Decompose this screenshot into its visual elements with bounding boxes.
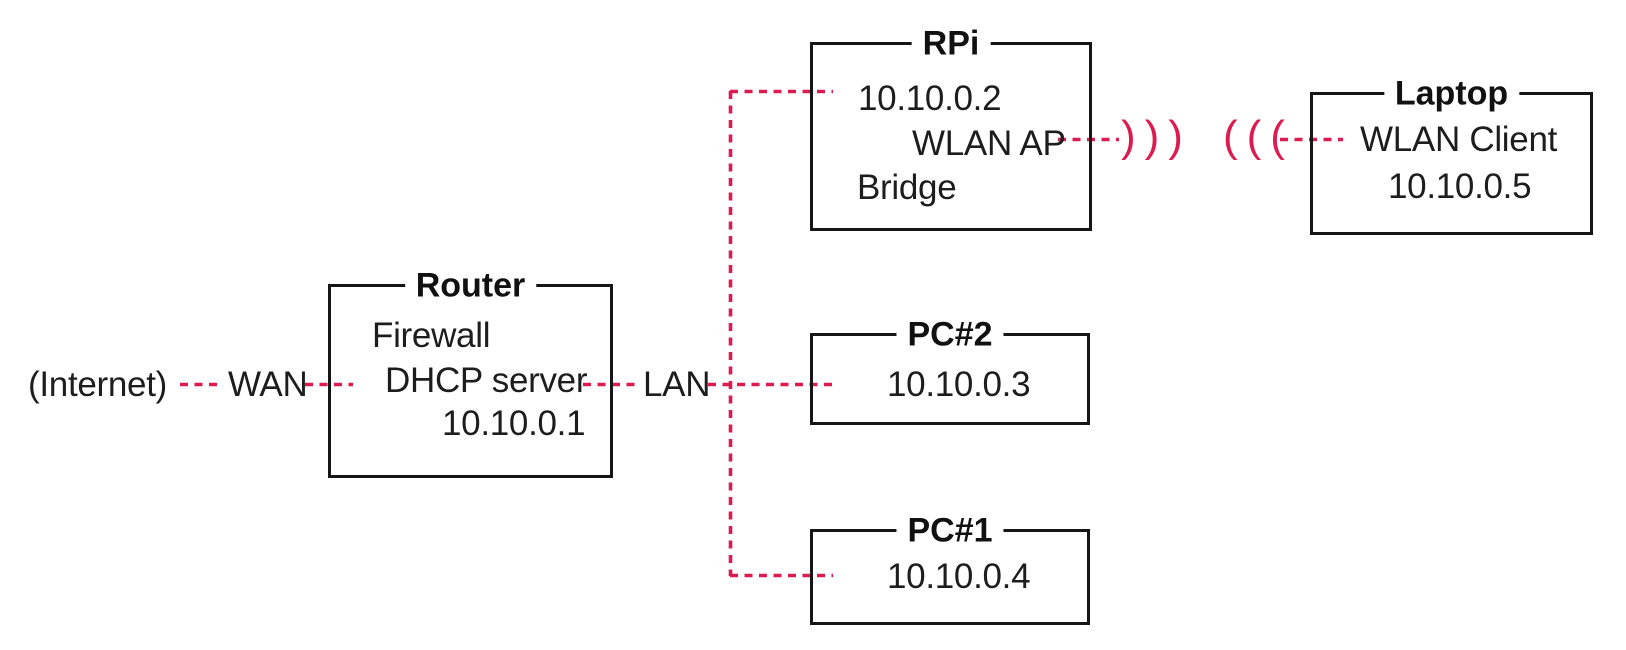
laptop-line-wlan-client: WLAN Client [1360,119,1558,159]
router-line-ip: 10.10.0.1 [442,403,586,443]
router-line-dhcp: DHCP server [385,360,588,400]
router-node: Router [328,268,613,478]
internet-label: (Internet) [28,364,167,404]
rpi-node: RPi [810,26,1092,231]
laptop-line-ip: 10.10.0.5 [1388,166,1532,206]
wan-label: WAN [228,364,308,404]
rpi-title: RPi [911,26,991,61]
wifi-client-waves-icon: ((( [1223,112,1294,162]
rpi-line-wlan-ap: WLAN AP [912,123,1066,163]
wifi-ap-waves-icon: ))) [1121,112,1192,162]
pc1-line-ip: 10.10.0.4 [887,556,1031,596]
router-title: Router [404,268,537,303]
pc2-line-ip: 10.10.0.3 [887,364,1031,404]
router-line-firewall: Firewall [372,315,491,355]
pc2-title: PC#2 [896,317,1004,352]
rpi-line-ip: 10.10.0.2 [858,78,1002,118]
pc2-node: PC#2 [810,317,1090,425]
lan-label: LAN [643,364,711,404]
rpi-line-bridge: Bridge [857,167,957,207]
pc1-title: PC#1 [896,513,1004,548]
laptop-title: Laptop [1383,76,1520,111]
laptop-node: Laptop [1310,76,1593,235]
pc1-node: PC#1 [810,513,1090,625]
